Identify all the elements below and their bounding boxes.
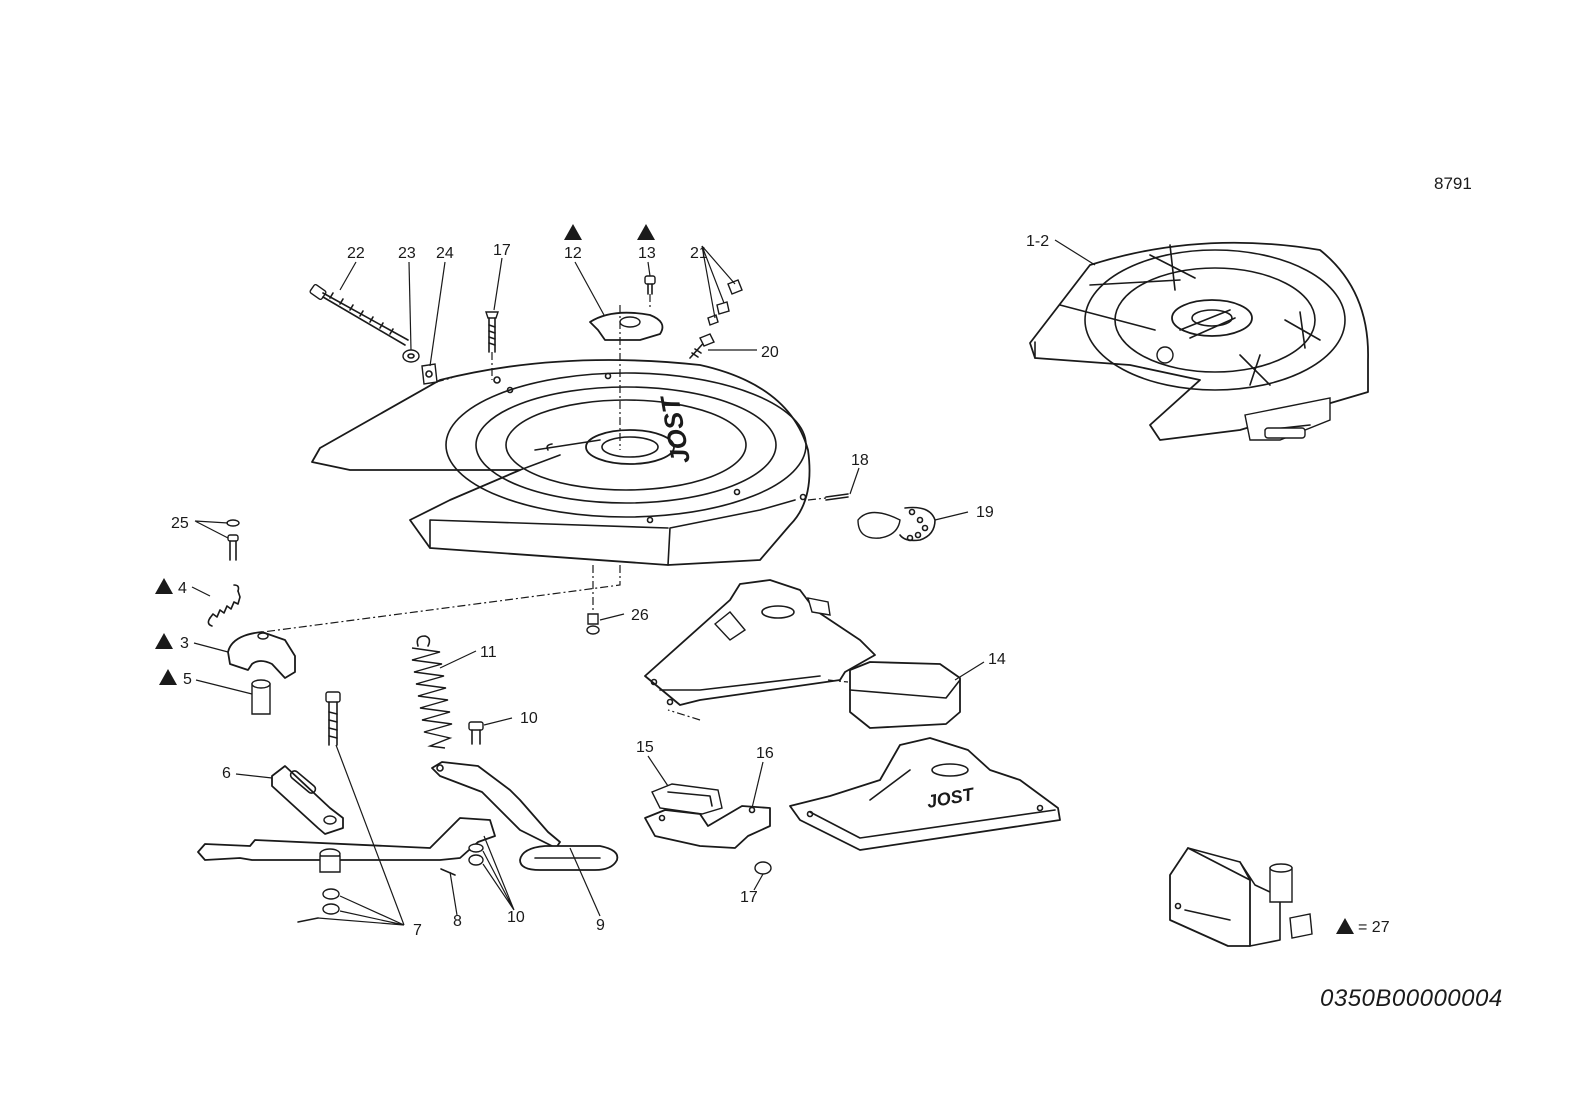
assembled-fifth-wheel <box>1029 241 1369 441</box>
callout-17-bottom: 17 <box>740 889 758 906</box>
lower-bracket <box>789 737 1061 851</box>
spring-11 <box>411 635 453 749</box>
lever-6 <box>271 765 344 835</box>
plate-24 <box>421 363 438 385</box>
callout-3: 3 <box>180 635 189 652</box>
figure-number: 8791 <box>1434 174 1472 193</box>
centerline-24 <box>435 377 453 383</box>
centerline-14 <box>667 709 701 721</box>
callout-22: 22 <box>347 245 365 262</box>
callout-20: 20 <box>761 344 779 361</box>
callout-25: 25 <box>171 515 189 532</box>
filled-triangle-icon <box>637 224 655 240</box>
callout-11: 11 <box>480 644 497 661</box>
callout-26: 26 <box>631 607 649 624</box>
bolt-7 <box>325 691 341 746</box>
spring-4 <box>207 584 241 627</box>
fifth-wheel-top-plate <box>311 359 811 566</box>
centerline-pad <box>827 679 849 683</box>
callout-7: 7 <box>413 922 422 939</box>
callout-18: 18 <box>851 452 869 469</box>
bolt-10 <box>468 721 484 745</box>
pin-8 <box>440 868 456 876</box>
callout-16: 16 <box>756 745 774 762</box>
callout-19: 19 <box>976 504 994 521</box>
bracket-16 <box>644 805 771 849</box>
callout-27: = 27 <box>1358 919 1390 936</box>
callout-21: 21 <box>690 245 708 262</box>
callout-1-2: 1-2 <box>1026 233 1049 250</box>
centerline-3 <box>262 565 621 633</box>
washers-10 <box>468 843 484 866</box>
fitting-20 <box>689 333 715 359</box>
callout-5: 5 <box>183 671 192 688</box>
release-lever <box>197 817 496 873</box>
nut-23 <box>402 349 420 363</box>
filled-triangle-icon <box>159 669 177 685</box>
callout-8: 8 <box>453 913 462 930</box>
callout-17-top: 17 <box>493 242 511 259</box>
callout-labels: 1-2 3 4 5 6 7 8 9 10 10 11 12 13 14 15 1… <box>171 233 1390 939</box>
bolt-13 <box>644 275 656 295</box>
grease-nipple-21 <box>707 279 743 326</box>
callout-24: 24 <box>436 245 454 262</box>
callout-12: 12 <box>564 245 582 262</box>
bearing-12 <box>589 311 664 341</box>
jaw-3 <box>227 631 296 679</box>
bolt-17-top <box>485 311 499 353</box>
callout-10-bottom: 10 <box>507 909 525 926</box>
centerline-18 <box>807 497 827 501</box>
washers-7 <box>297 888 340 923</box>
nut-17-bottom <box>754 861 772 875</box>
mounting-bracket-14 <box>644 579 876 706</box>
chain-19 <box>857 506 936 542</box>
leader-lines <box>191 239 1096 926</box>
plate-15 <box>651 783 723 815</box>
callout-15: 15 <box>636 739 654 756</box>
filled-triangle-icon <box>564 224 582 240</box>
filled-triangle-icon <box>1336 918 1354 934</box>
pin-18 <box>825 493 849 501</box>
filled-triangle-icon <box>155 633 173 649</box>
callout-23: 23 <box>398 245 416 262</box>
rubber-pad-14 <box>849 661 961 729</box>
filled-triangle-icon <box>155 578 173 594</box>
repair-kit-27 <box>1169 847 1313 947</box>
handle-9 <box>431 761 619 871</box>
callout-4: 4 <box>178 580 187 597</box>
drawing-code: 0350B00000004 <box>1320 985 1503 1012</box>
callout-14: 14 <box>988 651 1006 668</box>
bolt-25 <box>226 519 240 561</box>
bolt-22 <box>309 283 409 346</box>
callout-6: 6 <box>222 765 231 782</box>
callout-9: 9 <box>596 917 605 934</box>
nipple-26 <box>586 613 600 635</box>
bushing-5 <box>251 679 271 715</box>
callout-13: 13 <box>638 245 656 262</box>
callout-10-top: 10 <box>520 710 538 727</box>
